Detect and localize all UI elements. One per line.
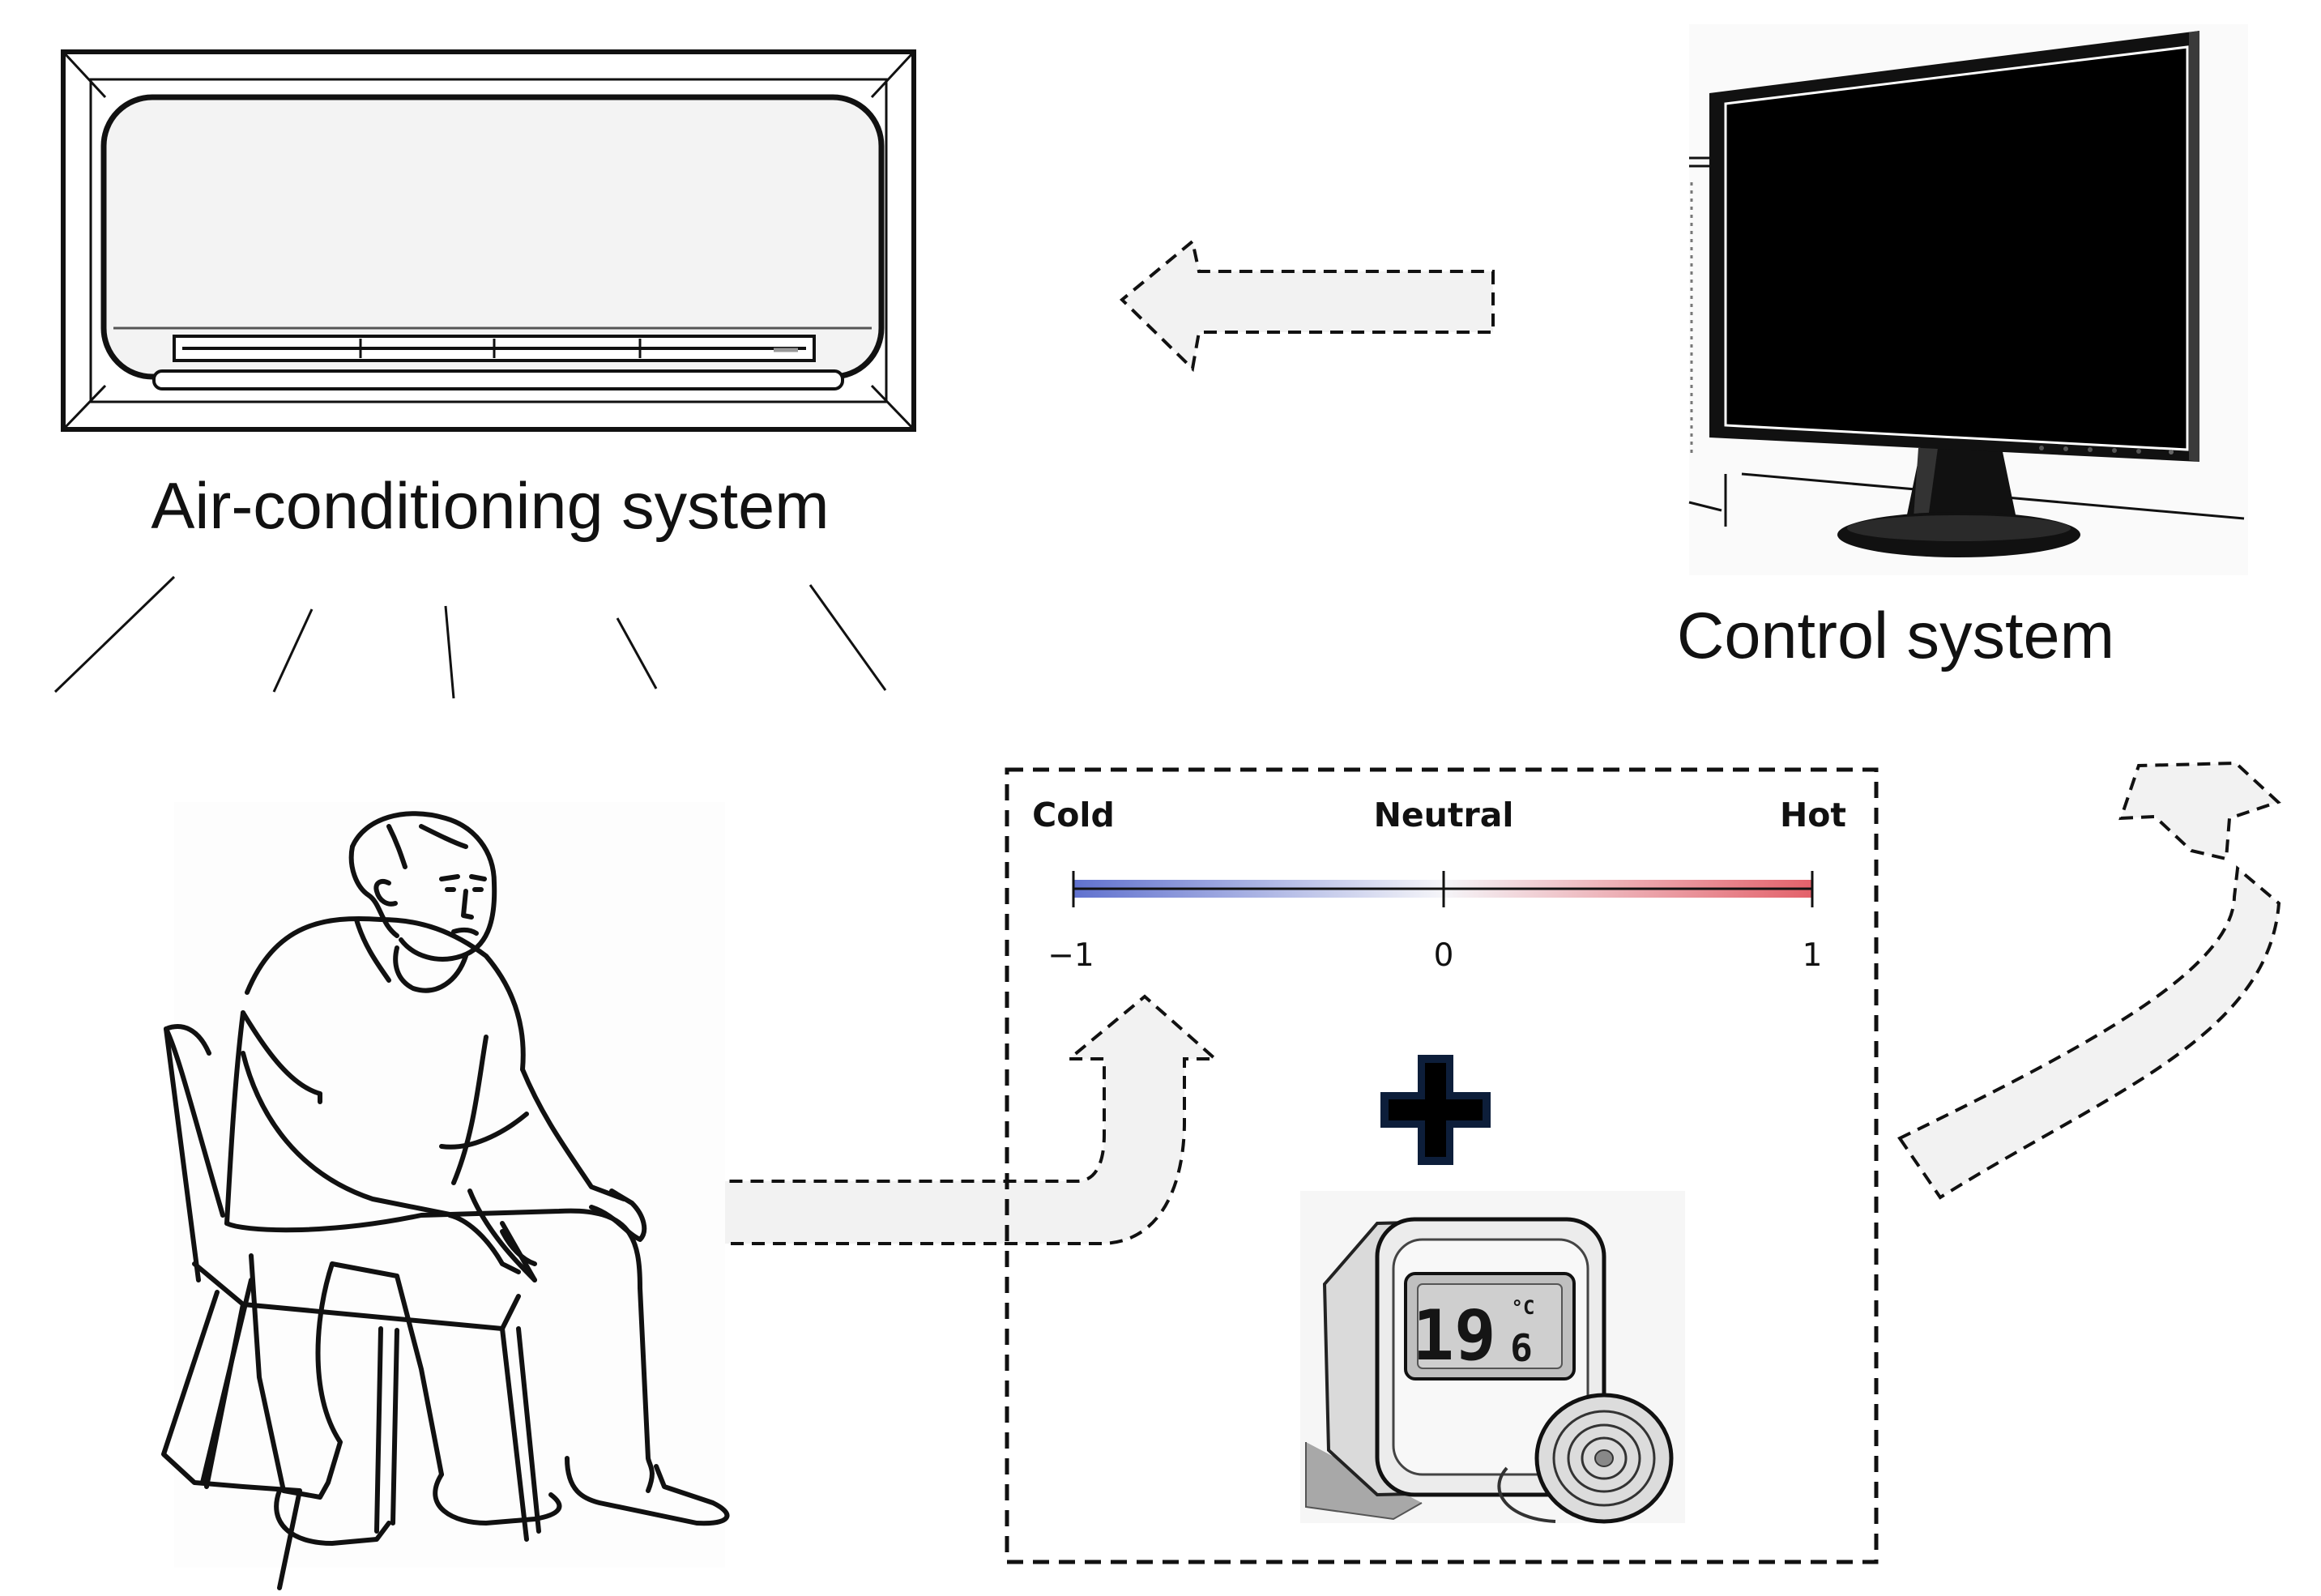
thermostat-reading-decimal: 6 — [1510, 1326, 1533, 1370]
thermostat-icon: 19 6 °C — [1300, 1191, 1685, 1524]
scale-label-cold: Cold — [1032, 796, 1115, 834]
scale-tick-label-mid: 0 — [1434, 937, 1454, 974]
arrow-curve-to-control — [1897, 865, 2281, 1200]
thermostat-reading-whole: 19 — [1412, 1295, 1496, 1376]
plus-icon — [1380, 1055, 1491, 1165]
thermostat-unit: °C — [1512, 1296, 1535, 1319]
scale-tick-label-min: −1 — [1047, 937, 1094, 974]
airflow-lines — [53, 575, 887, 699]
scale-label-neutral: Neutral — [1374, 796, 1514, 834]
control-system-label: Control system — [1677, 600, 2114, 672]
scale-label-hot: Hot — [1780, 796, 1846, 834]
thermal-sensation-scale: Cold Neutral Hot −1 0 1 — [1032, 796, 1846, 974]
sensor-probe-icon — [1534, 1393, 1674, 1524]
scale-tick-label-max: 1 — [1803, 937, 1823, 974]
ac-label: Air-conditioning system — [151, 470, 829, 543]
air-conditioner-icon — [61, 49, 916, 432]
arrow-from-person-to-scale — [707, 994, 1220, 1245]
seated-elderly-person-icon — [161, 802, 730, 1590]
monitor-icon — [1688, 24, 2248, 575]
arrow-left-to-ac — [1120, 238, 1495, 373]
arrow-curve-to-control-head — [2118, 761, 2281, 861]
